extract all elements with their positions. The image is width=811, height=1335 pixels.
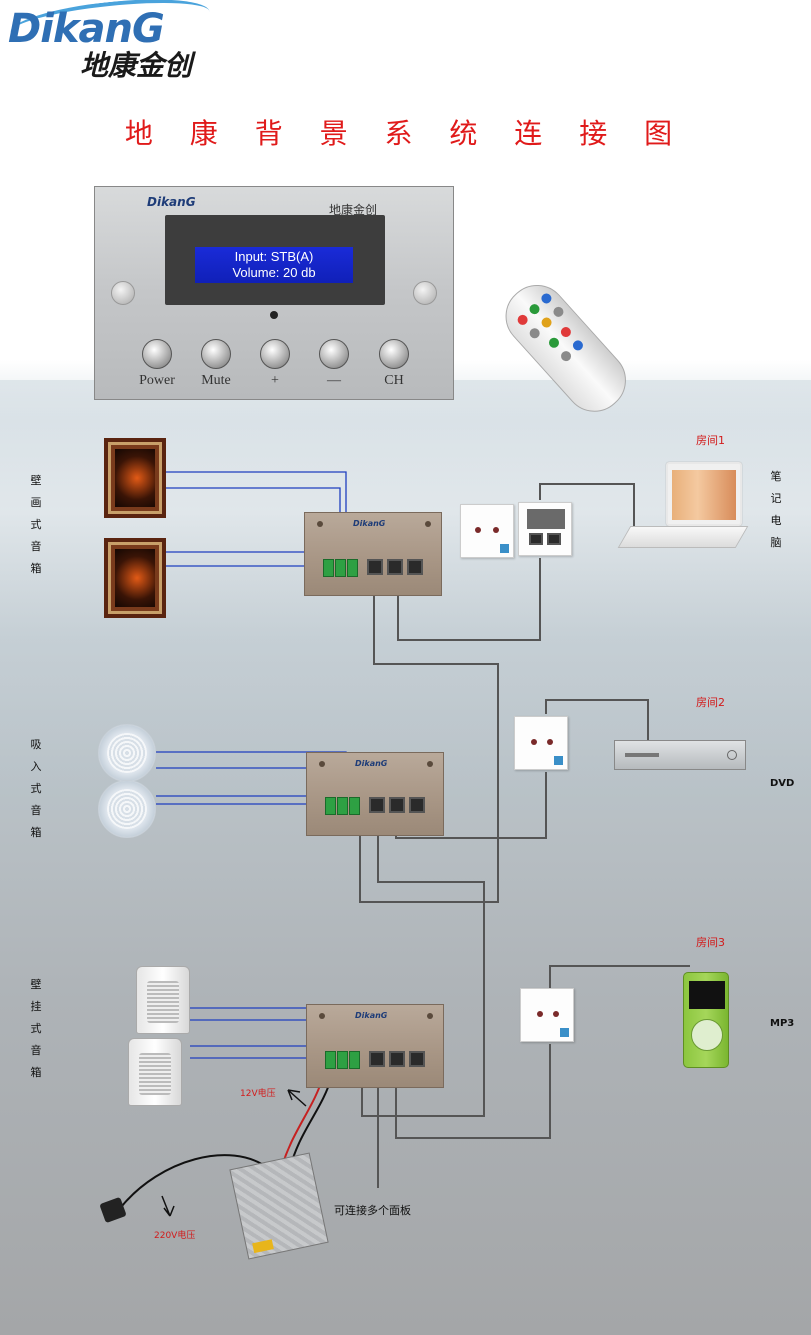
amplifier-module-2: DikanG	[306, 752, 444, 836]
ceiling-speaker-label: 吸入式音箱	[30, 738, 42, 839]
lcd-line-input: Input: STB(A)	[234, 249, 314, 264]
wall-painting-speaker-label: 壁画式音箱	[30, 474, 42, 575]
control-panel: DikanG 地康金创 Input: STB(A) Volume: 20 db …	[94, 186, 454, 400]
wall-socket	[460, 504, 514, 558]
volume-up-button[interactable]	[260, 339, 290, 369]
data-wire	[539, 483, 635, 526]
lcd-display: Input: STB(A) Volume: 20 db	[195, 247, 353, 283]
page-title: 地 康 背 景 系 统 连 接 图	[124, 117, 687, 150]
module-brand: DikanG	[355, 1011, 388, 1020]
amplifier-module-3: DikanG	[306, 1004, 444, 1088]
wall-socket	[514, 716, 568, 770]
ac-voltage-label: 220V电压	[154, 1231, 196, 1241]
wall-mount-speaker	[136, 966, 190, 1034]
amplifier-module-1: DikanG	[304, 512, 442, 596]
ir-sensor	[270, 311, 278, 319]
data-wire	[545, 699, 649, 742]
power-button[interactable]	[142, 339, 172, 369]
room-3-label: 房间3	[696, 936, 725, 949]
mute-label: Mute	[201, 373, 231, 388]
data-wire	[361, 818, 485, 1117]
wall-painting-speaker	[104, 438, 166, 518]
wall-socket	[520, 988, 574, 1042]
data-wire	[395, 1044, 551, 1139]
arrow-dc	[287, 1089, 307, 1107]
minus-label: —	[327, 373, 341, 388]
data-wire	[397, 558, 541, 641]
laptop-label: 笔记电脑	[770, 470, 782, 549]
laptop	[666, 462, 742, 526]
data-wire	[359, 578, 499, 903]
room-2-label: 房间2	[696, 696, 725, 709]
module-brand: DikanG	[353, 519, 386, 528]
ch-label: CH	[384, 373, 404, 388]
plus-label: +	[271, 373, 279, 388]
left-knob[interactable]	[111, 281, 135, 305]
lcd-line-volume: Volume: 20 db	[232, 265, 316, 280]
data-wire	[549, 965, 690, 988]
wall-mount-speaker-label: 壁挂式音箱	[30, 978, 42, 1079]
multi-panel-note: 可连接多个面板	[334, 1204, 411, 1217]
dvd-label: DVD	[770, 778, 795, 789]
channel-button[interactable]	[379, 339, 409, 369]
volume-down-button[interactable]	[319, 339, 349, 369]
dc-voltage-label: 12V电压	[240, 1089, 276, 1099]
mute-button[interactable]	[201, 339, 231, 369]
mp3-label: MP3	[770, 1018, 795, 1029]
dvd-player	[614, 740, 746, 770]
panel-brand-cn: 地康金创	[329, 203, 378, 217]
ceiling-speaker	[98, 780, 156, 838]
mp3-player	[683, 972, 729, 1068]
arrow-ac	[161, 1195, 175, 1217]
wall-mount-speaker	[128, 1038, 182, 1106]
panel-brand-en: DikanG	[147, 195, 196, 209]
right-knob[interactable]	[413, 281, 437, 305]
ceiling-speaker	[98, 724, 156, 782]
power-cable	[121, 1154, 269, 1207]
logo-english: DikanG	[8, 6, 165, 52]
logo-chinese: 地康金创	[80, 49, 193, 82]
network-junction-box	[518, 502, 572, 556]
module-brand: DikanG	[355, 759, 388, 768]
wall-painting-speaker	[104, 538, 166, 618]
laptop-keyboard	[617, 526, 749, 548]
power-label: Power	[139, 373, 175, 388]
room-1-label: 房间1	[696, 434, 725, 447]
